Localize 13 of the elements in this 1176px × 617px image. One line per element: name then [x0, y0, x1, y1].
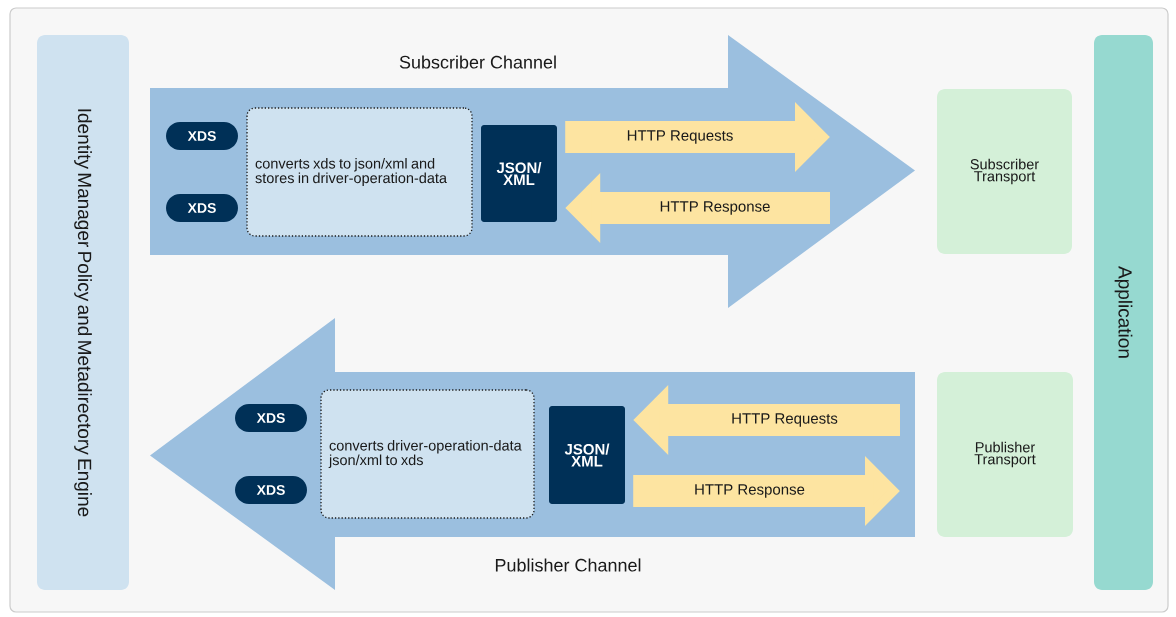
process-box: converts xds to json/xml and stores in driver-operation-data: [246, 107, 473, 237]
vertical-band: Application: [1094, 35, 1153, 590]
edge-label: HTTP Response: [695, 484, 805, 498]
transport-box: Subscriber Transport: [937, 89, 1072, 254]
vertical-band: Identity Manager Policy and Metadirectory Engine: [37, 35, 129, 590]
xds-badge: XDS: [166, 122, 238, 150]
process-box: converts driver-operation-data json/xml to xds: [320, 389, 535, 519]
edge-label: HTTP Requests: [627, 130, 733, 144]
edge-label: HTTP Response: [660, 201, 770, 215]
format-box: JSON/ XML: [481, 125, 557, 222]
edge-label: HTTP Requests: [732, 413, 838, 427]
format-box: JSON/ XML: [549, 406, 625, 504]
transport-box: Publisher Transport: [937, 372, 1073, 537]
